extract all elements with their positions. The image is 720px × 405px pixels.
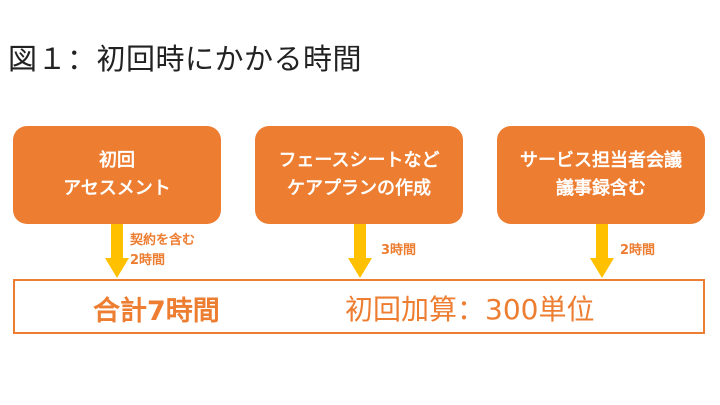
initial-addition: 初回加算：300単位 (345, 293, 595, 326)
step-time-note-line: 契約を含む (130, 233, 196, 248)
down-arrow-icon (105, 224, 129, 278)
step-box-care-plan: フェースシートなど ケアプランの作成 (255, 126, 463, 224)
step-time-note: 2時間 (620, 241, 655, 261)
step-box-line: アセスメント (63, 178, 171, 199)
step-time-note-line: 2時間 (620, 243, 656, 258)
step-box-line: 議事録含む (556, 178, 646, 199)
step-box-line: 初回 (99, 150, 135, 171)
step-time-note: 3時間 (381, 241, 416, 261)
step-box-line: ケアプランの作成 (287, 178, 431, 199)
step-box-initial-assessment: 初回 アセスメント (13, 126, 221, 224)
down-arrow-icon (590, 224, 614, 278)
step-time-note: 契約を含む 2時間 (130, 231, 195, 271)
down-arrow-icon (348, 224, 372, 278)
step-time-note-line: 2時間 (130, 253, 166, 268)
diagram-title: 図１：初回時にかかる時間 (8, 42, 363, 76)
summary-box: 合計7時間 初回加算：300単位 (13, 279, 705, 334)
step-box-line: サービス担当者会議 (520, 150, 682, 171)
step-box-line: フェースシートなど (278, 150, 440, 171)
step-time-note-line: 3時間 (381, 243, 417, 258)
total-time: 合計7時間 (93, 296, 220, 327)
step-box-service-meeting: サービス担当者会議 議事録含む (497, 126, 705, 224)
